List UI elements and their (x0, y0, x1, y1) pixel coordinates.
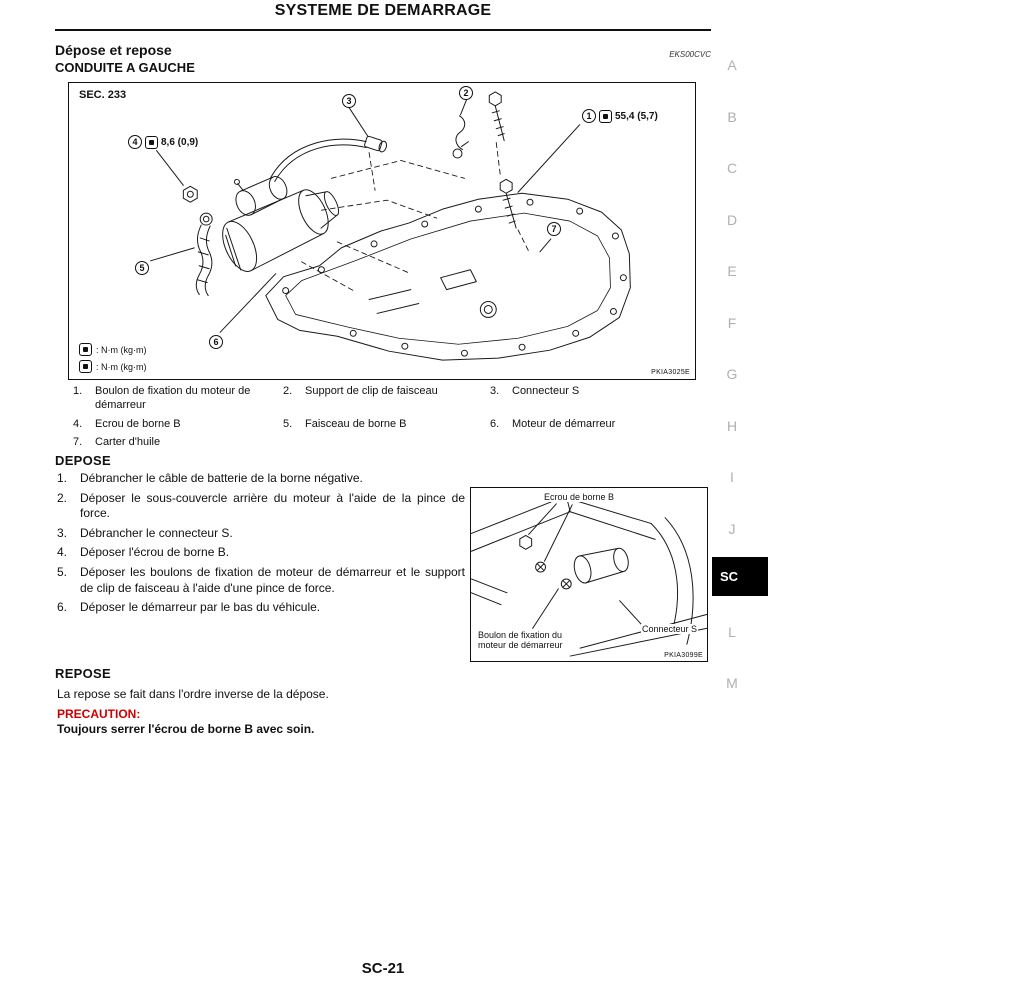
side-tab-e: E (727, 263, 737, 279)
torque-value: 55,4 (5,7) (615, 110, 658, 122)
part-number: 2. (283, 385, 293, 397)
part-item: 6. Moteur de démarreur (490, 417, 698, 431)
section-code: EKS00CVC (669, 50, 711, 59)
inset-label-bolt: Boulon de fixation du moteur de démarreu… (477, 630, 577, 651)
part-item: 3. Connecteur S (490, 384, 698, 413)
part-number: 6. (490, 417, 500, 430)
inset-figure-code: PKIA3099E (664, 652, 703, 659)
side-tab-sc: SC (712, 557, 768, 596)
part-number: 7. (73, 435, 83, 448)
legend-text: : N·m (kg·m) (96, 344, 147, 355)
part-number: 5. (283, 417, 293, 430)
step-number: 5. (57, 564, 68, 579)
part-item: 4. Ecrou de borne B (73, 417, 283, 431)
inset-label-nut: Ecrou de borne B (543, 492, 616, 503)
section-title: Dépose et repose (55, 42, 172, 58)
part-number: 3. (490, 385, 500, 397)
callout-7: 7 (547, 222, 561, 236)
side-tab-j: J (728, 521, 736, 537)
side-tab-c: C (726, 160, 738, 176)
side-tab-a: A (727, 57, 737, 73)
torque-symbol-icon (79, 360, 92, 373)
callout-6: 6 (209, 335, 223, 349)
step-number: 2. (57, 490, 68, 505)
precaution-label: PRECAUTION: (57, 707, 141, 721)
section-subtitle: CONDUITE A GAUCHE (55, 60, 195, 75)
side-tab-i: I (730, 469, 734, 485)
side-tab-g: G (726, 366, 738, 382)
side-tab-h: H (726, 418, 738, 434)
part-label: Faisceau de borne B (305, 417, 407, 430)
repose-text: La repose se fait dans l'ordre inverse d… (57, 687, 329, 701)
torque-value: 8,6 (0,9) (161, 136, 199, 148)
legend-row: : N·m (kg·m) (79, 343, 147, 356)
side-tab-l: L (728, 624, 736, 640)
step-number: 1. (57, 471, 68, 485)
page-number: SC-21 (361, 960, 405, 977)
step-item: 1. Débrancher le câble de batterie de la… (57, 471, 465, 487)
figure-code: PKIA3025E (651, 369, 690, 376)
part-label: Moteur de démarreur (512, 417, 616, 430)
inset-label-connector: Connecteur S (641, 624, 699, 635)
step-text: Débrancher le connecteur S. (80, 525, 233, 540)
side-tab-f: F (727, 315, 737, 331)
step-item: 5. Déposer les boulons de fixation de mo… (57, 565, 465, 596)
legend-row: : N·m (kg·m) (79, 360, 147, 373)
part-label: Connecteur S (512, 385, 580, 397)
depose-heading: DEPOSE (55, 453, 111, 468)
torque-label-small: 4 8,6 (0,9) (128, 135, 198, 149)
starter-exploded-diagram (150, 91, 631, 361)
part-item: 1. Boulon de fixation du moteur de démar… (73, 384, 283, 413)
step-text: Déposer les boulons de fixation de moteu… (80, 564, 465, 595)
torque-symbol-icon (145, 135, 158, 149)
step-number: 3. (57, 525, 68, 540)
part-item: 2. Support de clip de faisceau (283, 384, 490, 413)
torque-legend: : N·m (kg·m) : N·m (kg·m) (79, 343, 147, 373)
depose-steps: 1. Débrancher le câble de batterie de la… (57, 471, 465, 620)
part-label: Carter d'huile (95, 435, 161, 448)
step-item: 4. Déposer l'écrou de borne B. (57, 545, 465, 561)
part-item: 7. Carter d'huile (73, 435, 283, 449)
part-number: 4. (73, 417, 83, 430)
step-number: 6. (57, 600, 68, 615)
step-item: 6. Déposer le démarreur par le bas du vé… (57, 600, 465, 616)
side-tab-d: D (726, 212, 738, 228)
callout-1: 1 (582, 109, 596, 123)
callout-3: 3 (342, 94, 356, 108)
step-text: Déposer le sous-couvercle arrière du mot… (80, 490, 465, 521)
step-number: 4. (57, 545, 68, 560)
step-text: Déposer l'écrou de borne B. (80, 545, 230, 560)
torque-symbol-icon (599, 109, 612, 123)
precaution-text: Toujours serrer l'écrou de borne B avec … (57, 722, 315, 736)
torque-label-b-terminal: 1 55,4 (5,7) (582, 109, 658, 123)
part-label: Support de clip de faisceau (305, 385, 438, 397)
header-rule (55, 29, 711, 31)
repose-heading: REPOSE (55, 666, 111, 681)
part-label: Ecrou de borne B (95, 417, 181, 430)
side-tab-b: B (727, 109, 737, 125)
callout-4: 4 (128, 135, 142, 149)
torque-symbol-icon (79, 343, 92, 356)
callout-2: 2 (459, 86, 473, 100)
step-item: 3. Débrancher le connecteur S. (57, 526, 465, 542)
inset-figure: Ecrou de borne B Connecteur S Boulon de … (470, 487, 708, 662)
parts-list: 1. Boulon de fixation du moteur de démar… (73, 384, 698, 453)
step-text: Déposer le démarreur par le bas du véhic… (80, 600, 321, 615)
step-text: Débrancher le câble de batterie de la bo… (80, 471, 363, 485)
step-item: 2. Déposer le sous-couvercle arrière du … (57, 491, 465, 522)
part-label: Boulon de fixation du moteur de démarreu… (95, 385, 251, 412)
main-figure: SEC. 233 3 2 5 6 7 1 55,4 (5,7) 4 8,6 (0… (68, 82, 696, 380)
legend-text: : N·m (kg·m) (96, 361, 147, 372)
side-tab-m: M (726, 675, 738, 691)
figure-sec-label: SEC. 233 (77, 89, 129, 101)
callout-5: 5 (135, 261, 149, 275)
part-number: 1. (73, 385, 83, 397)
part-item: 5. Faisceau de borne B (283, 417, 490, 431)
page-title: SYSTEME DE DEMARRAGE (274, 2, 492, 19)
